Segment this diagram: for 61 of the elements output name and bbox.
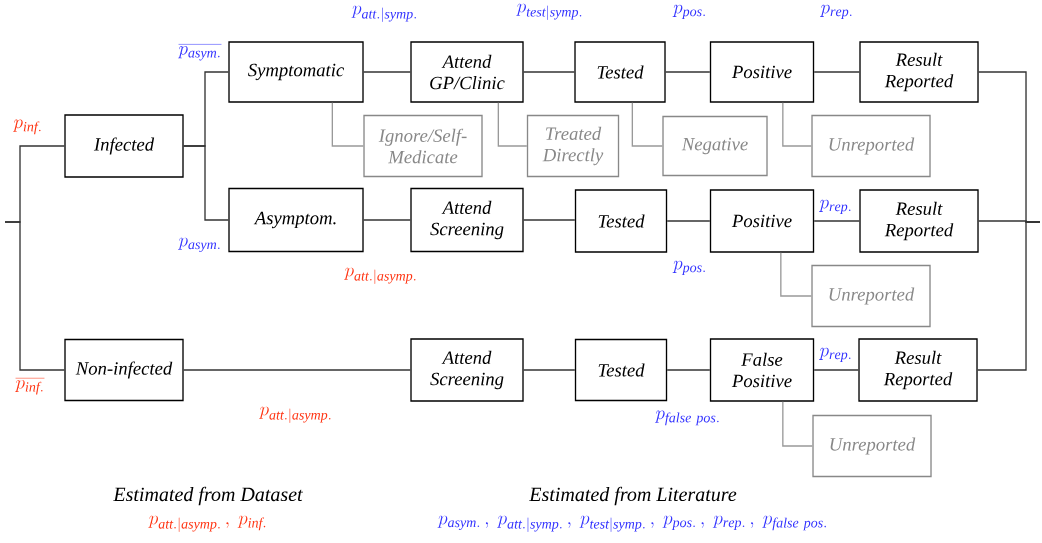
connector-line [782, 401, 813, 447]
process-box: False Positive [709, 338, 815, 402]
connector-line [523, 219, 576, 221]
outcome-box: Unreported [812, 414, 932, 478]
edge-label: $p_{\mathit{asym.}}$ [177, 236, 223, 254]
connector-line [813, 71, 860, 73]
process-box: Result Reported [859, 41, 979, 103]
connector-line [523, 369, 576, 371]
process-box: Attend Screening [410, 187, 524, 253]
edge-label: $p_{\mathit{pos.}}$ [671, 3, 709, 21]
process-box: Attend Screening [410, 338, 524, 402]
heading-text: Estimated from Literature [529, 486, 737, 506]
process-box: Tested [574, 189, 668, 253]
edge-label: $p_{\mathit{att.|asymp.}}$ [258, 405, 334, 425]
process-box: Symptomatic [228, 41, 364, 103]
connector-line [780, 252, 812, 297]
process-box: Tested [574, 41, 666, 103]
outcome-box: Unreported [811, 114, 931, 178]
process-box: Infected [64, 114, 184, 178]
process-box: Tested [574, 338, 668, 402]
connector-line [631, 102, 663, 147]
edge-label: $p_{\mathit{inf.}}$ [12, 118, 44, 136]
connector-line [183, 145, 229, 221]
connector-line [782, 102, 812, 147]
connector-line [666, 369, 711, 371]
process-box: Attend GP/Clinic [410, 41, 524, 103]
connector-line [666, 220, 711, 222]
edge-label: $p_{\mathit{test|symp.}}$ [515, 2, 585, 22]
connector-line [183, 369, 411, 371]
connector-line [813, 220, 860, 222]
edge-label: $p_{\mathit{rep.}}$ [819, 3, 855, 21]
heading-text: Estimated from Dataset [113, 486, 303, 506]
formula-text: $p_{\mathit{att.|asymp.}}\,,\ p_{\mathit{inf.}}$ [148, 515, 266, 533]
process-box: Asymptom. [228, 187, 364, 253]
process-box: Positive [709, 41, 815, 103]
connector-line [813, 369, 859, 371]
edge-label: $p_{\mathit{pos.}}$ [671, 259, 709, 277]
connector-line [523, 71, 575, 73]
edge-label: $p_{\mathit{rep.}}$ [818, 346, 854, 364]
edge-label: $\overline{p_{\mathit{asym.}}}$ [177, 42, 223, 62]
edge-label: $p_{\mathit{att.|symp.}}$ [350, 4, 420, 24]
process-box: Non-infected [64, 338, 184, 402]
outcome-box: Treated Directly [526, 114, 620, 178]
outcome-box: Negative [662, 115, 768, 177]
outcome-box: Unreported [811, 264, 931, 328]
connector-line [363, 219, 411, 221]
connector-line [497, 102, 528, 147]
edge-label: $p_{\mathit{rep.}}$ [818, 198, 854, 216]
outcome-box: Ignore/Self-Medicate [363, 114, 483, 178]
edge-label: $p_{\mathit{att.|asymp.}}$ [343, 266, 419, 286]
connector-line [665, 71, 711, 73]
process-box: Result Reported [859, 189, 979, 253]
formula-text: $p_{\mathit{asym.}}\,,\ p_{\mathit{att.|symp.}}\,,\ p_{\mathit{test|symp.}}\,,\ p_{\mathit{pos.}}\,,\ p_{\mathit{rep.}}\,,\ p_{\mathit{false\ pos.}}$ [437, 515, 826, 533]
connector-line [331, 102, 364, 147]
connector-line [4, 221, 65, 371]
edge-label: $\overline{p_{\mathit{inf.}}}$ [14, 376, 46, 396]
connector-line [363, 71, 411, 73]
process-box: Positive [709, 189, 815, 253]
edge-label: $p_{\mathit{false\ pos.}}$ [654, 409, 722, 427]
connector-line [977, 221, 1041, 371]
process-box: Result Reported [858, 338, 978, 402]
